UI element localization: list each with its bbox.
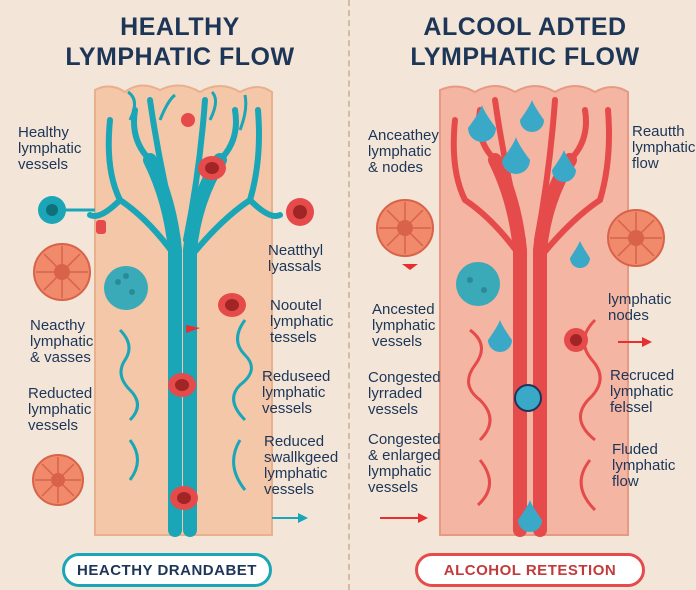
label-healthy-vessels: Healthy lymphatic vessels	[18, 124, 82, 173]
flow-arrow-icon	[642, 337, 652, 347]
flow-arrow-icon	[418, 513, 428, 523]
valve-center	[46, 204, 58, 216]
alcohol-tissue-cross-section	[607, 209, 665, 267]
label-anceathey-nodes: Anceathey lymphatic & nodes	[368, 127, 439, 176]
healthy-small-cell	[181, 113, 195, 127]
label-recruced-felssel: Recruced lymphatic felssel	[610, 367, 675, 416]
healthy-tissue-cross-section	[33, 243, 91, 301]
fluid-droplet-icon	[488, 320, 512, 352]
fluid-droplet-icon	[468, 105, 496, 142]
label-reducted-vessels: Reducted lymphatic vessels	[28, 385, 93, 434]
node-texture	[115, 279, 121, 285]
label-reduseed: Reduseed lymphatic vessels	[262, 368, 331, 417]
label-neatthyl: Neatthyl lyassals	[268, 242, 324, 275]
label-congested-enlarged: Congested & enlarged lymphatic vessels	[368, 431, 441, 496]
alcohol-node	[514, 384, 542, 412]
fluid-droplet-icon	[502, 137, 530, 174]
healthy-capillaries	[127, 90, 248, 131]
label-reautth-flow: Reautth lymphatic flow	[632, 123, 696, 172]
alcohol-red-cell	[564, 328, 588, 352]
cell-nucleus	[293, 205, 307, 219]
label-lymphatic-nodes: lymphatic nodes	[608, 291, 672, 324]
healthy-panel	[32, 84, 314, 537]
label-fluded-flow: Fluded lymphatic flow	[612, 441, 676, 490]
label-congested-lyrraded: Congested lyrraded vessels	[368, 369, 441, 418]
red-marker	[186, 325, 200, 333]
node-texture	[481, 287, 487, 293]
red-marker	[402, 264, 418, 270]
healthy-lymph-node	[104, 266, 148, 310]
node-texture	[129, 289, 135, 295]
healthy-side-vessels	[118, 319, 253, 491]
healthy-title: HEALTHY LYMPHATIC FLOW	[65, 13, 295, 71]
fluid-droplet-icon	[570, 241, 590, 268]
fluid-droplet-icon	[520, 100, 544, 132]
node-texture	[123, 273, 129, 279]
label-neacthy-vasses: Neacthy lymphatic & vasses	[30, 317, 94, 366]
label-reduced-swollen: Reduced swallkgeed lymphatic vessels	[264, 433, 339, 498]
alcohol-lymph-node	[456, 262, 500, 306]
label-nooutel: Nooutel lymphatic tessels	[270, 297, 334, 346]
healthy-red-cell	[170, 486, 198, 510]
fluid-droplet-icon	[518, 500, 542, 532]
node-texture	[467, 277, 473, 283]
center-divider	[348, 0, 350, 590]
alcohol-panel	[376, 85, 665, 537]
healthy-vessel-branches	[87, 97, 283, 263]
alcohol-banner: ALCOHOL RETESTION	[415, 553, 645, 587]
healthy-red-cell	[198, 156, 226, 180]
healthy-banner: HEACTHY DRANDABET	[62, 553, 272, 587]
alcohol-side-vessels	[467, 318, 602, 512]
alcohol-tissue-cross-section	[376, 199, 434, 257]
healthy-tissue-cross-section	[32, 454, 84, 506]
label-ancested-vessels: Ancested lymphatic vessels	[372, 301, 436, 350]
healthy-red-cell	[168, 373, 196, 397]
flow-arrow-icon	[298, 513, 308, 523]
red-marker	[96, 220, 106, 234]
healthy-red-cell	[218, 293, 246, 317]
fluid-droplet-icon	[552, 150, 576, 182]
alcohol-title: ALCOOL ADTED LYMPHATIC FLOW	[410, 13, 640, 71]
